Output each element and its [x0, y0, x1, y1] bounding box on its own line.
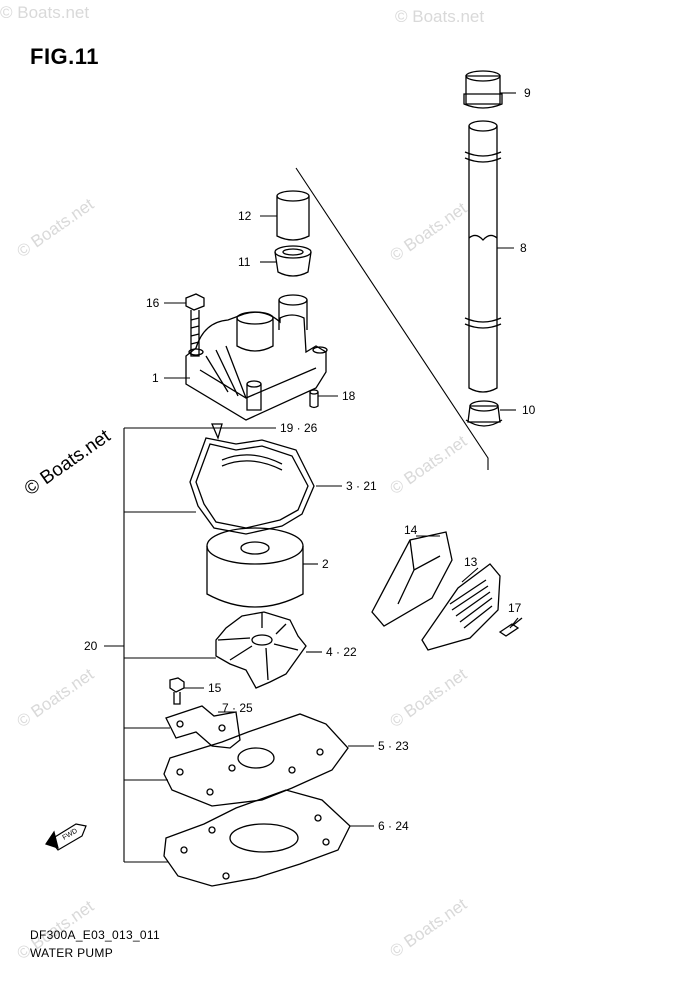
part-2-housing-liner: [206, 527, 304, 608]
callout-13: 13: [464, 555, 478, 569]
callout-17: 17: [508, 601, 522, 615]
assembly-guide-line: [295, 167, 489, 470]
callout-4-22: 4 · 22: [326, 645, 357, 659]
watermark: © Boats.net: [386, 198, 470, 265]
watermark: © Boats.net: [386, 431, 470, 498]
part-19-key: [211, 423, 223, 440]
diagram-name: WATER PUMP: [30, 946, 113, 960]
callout-16: 16: [146, 296, 160, 310]
part-15-bolt: [169, 677, 185, 705]
part-17-screw: [498, 617, 523, 637]
callout-18: 18: [342, 389, 356, 403]
callout-19-26: 19 · 26: [280, 421, 318, 435]
part-5-plate: [163, 713, 349, 807]
part-11-bushing: [274, 245, 312, 277]
callout-10: 10: [522, 403, 536, 417]
watermarks: © Boats.net © Boats.net © Boats.net © Bo…: [0, 3, 484, 963]
callout-9: 9: [524, 86, 531, 100]
watermark: © Boats.net: [0, 3, 89, 22]
callout-14: 14: [404, 523, 418, 537]
part-18-pin: [309, 389, 319, 409]
diagram-code: DF300A_E03_013_011: [30, 928, 160, 942]
callout-3-21: 3 · 21: [346, 479, 377, 493]
callout-2: 2: [322, 557, 329, 571]
part-6-gasket: [163, 789, 351, 887]
watermark: © Boats.net: [386, 894, 470, 961]
part-14-cover: [371, 531, 453, 627]
callout-15: 15: [208, 681, 222, 695]
watermark: © Boats.net: [13, 194, 97, 261]
watermark: © Boats.net: [386, 664, 470, 731]
callout-7-25: 7 · 25: [222, 701, 253, 715]
callouts: 9 8 10 12 11 16 1 18 19 · 26 3 · 21 14 1…: [84, 86, 536, 833]
callout-1: 1: [152, 371, 159, 385]
part-16-bolt: [185, 293, 205, 357]
leader-lines: [104, 92, 519, 863]
callout-20: 20: [84, 639, 98, 653]
part-7-gasket: [165, 705, 241, 749]
figure-title: FIG.11: [30, 44, 100, 69]
fwd-arrow-icon: FWD: [45, 823, 87, 851]
callout-12: 12: [238, 209, 252, 223]
part-10-grommet: [465, 400, 503, 427]
watermark-dark: © Boats.net: [21, 425, 115, 500]
part-3-seal-ring: [189, 437, 315, 535]
part-13-screen: [421, 563, 501, 651]
part-1-pump-case: [185, 294, 328, 421]
part-12-collar: [276, 190, 310, 241]
callout-6-24: 6 · 24: [378, 819, 409, 833]
callout-11: 11: [238, 255, 251, 269]
part-8-water-tube: [464, 120, 502, 393]
part-4-impeller: [215, 611, 307, 689]
part-9-grommet: [463, 70, 503, 109]
watermark: © Boats.net: [13, 664, 97, 731]
watermark: © Boats.net: [395, 7, 484, 26]
callout-5-23: 5 · 23: [378, 739, 409, 753]
callout-8: 8: [520, 241, 527, 255]
